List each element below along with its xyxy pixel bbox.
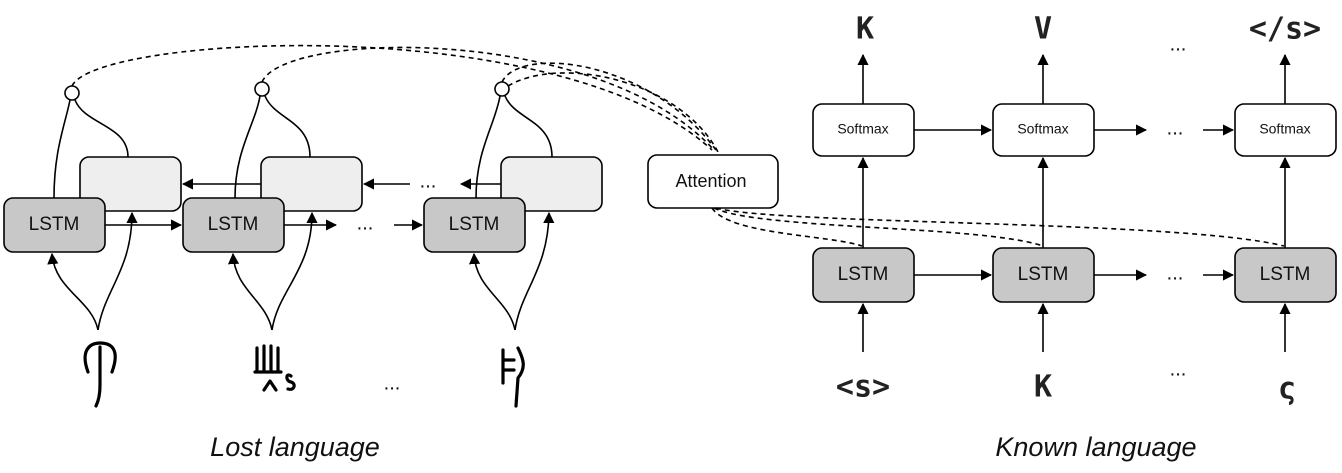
lost-combine-node-3 <box>494 81 510 97</box>
lost-glyph-3-icon <box>501 346 525 408</box>
attention-block: Attention <box>71 44 1285 247</box>
known-input-ellipsis: ... <box>1170 358 1187 380</box>
known-language-decoder: LSTM LSTM LSTM Softmax Softmax Softmax .… <box>812 12 1337 462</box>
lost-combine-node-2 <box>254 81 270 97</box>
known-lstm-2: LSTM <box>992 247 1095 303</box>
known-output-token-2: V <box>1034 12 1052 47</box>
lost-language-encoder: ... LSTM LSTM LSTM ... <box>3 81 603 462</box>
lost-glyph-2-icon <box>253 344 296 392</box>
known-lstm-1-label: LSTM <box>838 264 889 285</box>
lost-combine-node-1 <box>64 85 80 101</box>
lost-glyph-ellipsis: ... <box>384 372 401 394</box>
known-input-token-1: <s> <box>836 370 890 405</box>
known-input-token-2: K <box>1034 370 1052 405</box>
known-language-caption: Known language <box>995 432 1196 462</box>
lost-lstm-2: LSTM <box>182 197 285 253</box>
lost-hidden-box-1 <box>79 156 182 212</box>
lost-lstm-1-label: LSTM <box>29 214 80 235</box>
known-output-ellipsis: ... <box>1170 33 1187 55</box>
lost-lstm-3-label: LSTM <box>449 214 500 235</box>
known-lstm-1: LSTM <box>812 247 915 303</box>
lost-lstm-1: LSTM <box>3 197 106 253</box>
known-softmax-ellipsis: ... <box>1167 117 1184 139</box>
known-softmax-2-label: Softmax <box>1017 121 1068 137</box>
known-softmax-1-label: Softmax <box>837 121 888 137</box>
known-lstm-3-label: LSTM <box>1260 264 1311 285</box>
lost-language-caption: Lost language <box>210 432 380 462</box>
known-output-token-1: K <box>856 12 874 47</box>
known-softmax-3: Softmax <box>1234 103 1337 157</box>
lost-hidden-ellipsis: ... <box>420 170 437 192</box>
known-lstm-2-label: LSTM <box>1018 264 1069 285</box>
known-input-token-3: ς <box>1278 372 1296 407</box>
known-lstm-ellipsis: ... <box>1167 262 1184 284</box>
known-output-token-3: </s> <box>1249 12 1321 47</box>
known-softmax-1: Softmax <box>812 103 915 157</box>
attention-label: Attention <box>675 171 746 191</box>
known-lstm-3: LSTM <box>1234 247 1337 303</box>
lost-lstm-2-label: LSTM <box>208 214 259 235</box>
known-softmax-3-label: Softmax <box>1259 121 1310 137</box>
lost-lstm-3: LSTM <box>423 197 526 253</box>
known-softmax-2: Softmax <box>992 103 1095 157</box>
lost-lstm-ellipsis: ... <box>357 212 374 234</box>
lost-glyph-1-icon <box>83 341 117 408</box>
